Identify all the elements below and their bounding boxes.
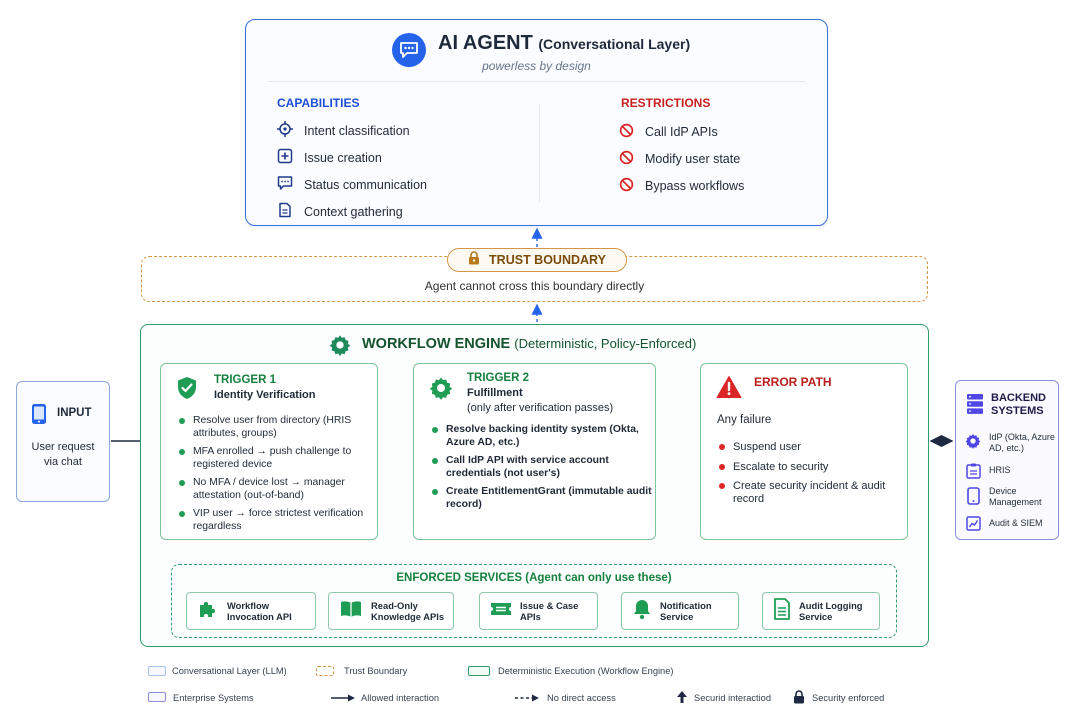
puzzle-icon bbox=[197, 598, 219, 625]
trigger1-step: Resolve user from directory (HRIS attrib… bbox=[177, 415, 373, 440]
capabilities-header: CAPABILITIES bbox=[277, 96, 360, 110]
error-step: Suspend user bbox=[717, 441, 897, 454]
capability-item: Status communication bbox=[277, 175, 427, 194]
trigger1-card: TRIGGER 1 Identity Verification Resolve … bbox=[160, 363, 378, 540]
error-path-title: ERROR PATH bbox=[754, 375, 832, 389]
backend-item-audit-siem: Audit & SIEM bbox=[989, 518, 1043, 528]
restriction-item: Modify user state bbox=[619, 150, 744, 168]
phone-icon bbox=[31, 403, 47, 430]
legend-swatch-blue bbox=[148, 666, 166, 676]
service-notification: Notification Service bbox=[621, 592, 739, 630]
log-document-icon bbox=[773, 597, 791, 625]
trigger1-steps: Resolve user from directory (HRIS attrib… bbox=[177, 415, 373, 539]
error-path-lead: Any failure bbox=[717, 414, 772, 426]
capability-item: Intent classification bbox=[277, 121, 427, 140]
book-icon bbox=[339, 599, 363, 624]
bell-icon bbox=[632, 598, 652, 625]
capability-item: Context gathering bbox=[277, 202, 427, 221]
trust-boundary-title: TRUST BOUNDARY bbox=[489, 253, 606, 267]
trigger2-title: TRIGGER 2 bbox=[467, 372, 529, 384]
agent-title: AI AGENT (Conversational Layer) bbox=[438, 32, 691, 54]
trigger2-step: Call IdP API with service account creden… bbox=[430, 455, 652, 480]
lock-icon bbox=[794, 690, 804, 704]
gear-icon bbox=[429, 376, 453, 405]
server-stack-icon bbox=[966, 393, 984, 420]
restriction-item: Call IdP APIs bbox=[619, 123, 744, 141]
input-title: INPUT bbox=[57, 407, 92, 419]
backend-systems-box: BACKEND SYSTEMS IdP (Okta, Azure AD, etc… bbox=[955, 380, 1059, 540]
chat-bubble-icon bbox=[392, 33, 426, 67]
dashed-arrow-icon bbox=[515, 694, 539, 702]
trigger2-condition: (only after verification passes) bbox=[467, 402, 614, 414]
trigger1-subtitle: Identity Verification bbox=[214, 389, 316, 401]
trigger1-step: No MFA / device lost → manager attestati… bbox=[177, 477, 373, 502]
error-path-steps: Suspend user Escalate to security Create… bbox=[717, 441, 897, 511]
up-arrow-icon bbox=[677, 691, 687, 703]
service-issue-case-apis: Issue & Case APIs bbox=[479, 592, 598, 630]
legend-swatch-orange bbox=[316, 666, 334, 676]
restriction-item: Bypass workflows bbox=[619, 177, 744, 195]
capability-item: Issue creation bbox=[277, 148, 427, 167]
chart-icon bbox=[966, 516, 981, 536]
trigger1-step: MFA enrolled → push challenge to registe… bbox=[177, 446, 373, 471]
restrictions-header: RESTRICTIONS bbox=[621, 96, 711, 110]
prohibited-icon bbox=[619, 177, 634, 195]
trigger1-step: VIP user → force strictest verification … bbox=[177, 508, 373, 533]
engine-title: WORKFLOW ENGINE (Deterministic, Policy-E… bbox=[362, 336, 697, 352]
agent-subtitle: powerless by design bbox=[482, 59, 591, 73]
shield-check-icon bbox=[176, 376, 198, 405]
trigger2-subtitle: Fulfillment bbox=[467, 387, 523, 399]
backend-item-idp: IdP (Okta, Azure AD, etc.) bbox=[989, 432, 1055, 453]
gear-icon bbox=[965, 433, 981, 454]
error-step: Create security incident & audit record bbox=[717, 480, 897, 505]
agent-divider bbox=[268, 81, 806, 82]
input-box: INPUT User request via chat bbox=[16, 381, 110, 502]
service-workflow-invocation: Workflow Invocation API bbox=[186, 592, 316, 630]
trigger1-title: TRIGGER 1 bbox=[214, 374, 276, 386]
ticket-icon bbox=[490, 600, 512, 623]
capabilities-list: Intent classification Issue creation Sta… bbox=[277, 121, 427, 221]
legend-swatch-purple bbox=[148, 692, 166, 702]
trust-boundary-label: TRUST BOUNDARY bbox=[447, 248, 627, 272]
input-description: User request via chat bbox=[31, 441, 95, 468]
chat-bubble-icon bbox=[277, 175, 293, 194]
backend-item-hris: HRIS bbox=[989, 465, 1011, 475]
backend-item-device-management: Device Management bbox=[989, 486, 1042, 507]
gear-icon bbox=[329, 334, 351, 361]
restrictions-list: Call IdP APIs Modify user state Bypass w… bbox=[619, 123, 744, 195]
trigger2-step: Create EntitlementGrant (immutable audit… bbox=[430, 486, 652, 511]
plus-square-icon bbox=[277, 148, 293, 167]
trust-boundary-note: Agent cannot cross this boundary directl… bbox=[424, 279, 645, 293]
prohibited-icon bbox=[619, 123, 634, 141]
prohibited-icon bbox=[619, 150, 634, 168]
backend-title: BACKEND SYSTEMS bbox=[991, 392, 1046, 417]
ai-agent-panel: AI AGENT (Conversational Layer) powerles… bbox=[245, 19, 828, 226]
error-path-card: ERROR PATH Any failure Suspend user Esca… bbox=[700, 363, 908, 540]
lock-icon bbox=[468, 250, 480, 270]
enforced-services-title: ENFORCED SERVICES (Agent can only use th… bbox=[396, 572, 672, 584]
service-audit-logging: Audit Logging Service bbox=[762, 592, 880, 630]
legend-swatch-green bbox=[468, 666, 490, 676]
document-icon bbox=[277, 202, 293, 221]
id-badge-icon bbox=[966, 463, 981, 484]
trigger2-steps: Resolve backing identity system (Okta, A… bbox=[430, 424, 652, 517]
agent-column-divider bbox=[539, 104, 540, 202]
crosshair-icon bbox=[277, 121, 293, 140]
trigger2-step: Resolve backing identity system (Okta, A… bbox=[430, 424, 652, 449]
phone-icon bbox=[967, 487, 980, 510]
service-knowledge-apis: Read-Only Knowledge APIs bbox=[328, 592, 454, 630]
error-step: Escalate to security bbox=[717, 461, 897, 474]
solid-arrow-icon bbox=[331, 694, 355, 702]
warning-icon bbox=[716, 375, 742, 404]
trigger2-card: TRIGGER 2 Fulfillment (only after verifi… bbox=[413, 363, 656, 540]
